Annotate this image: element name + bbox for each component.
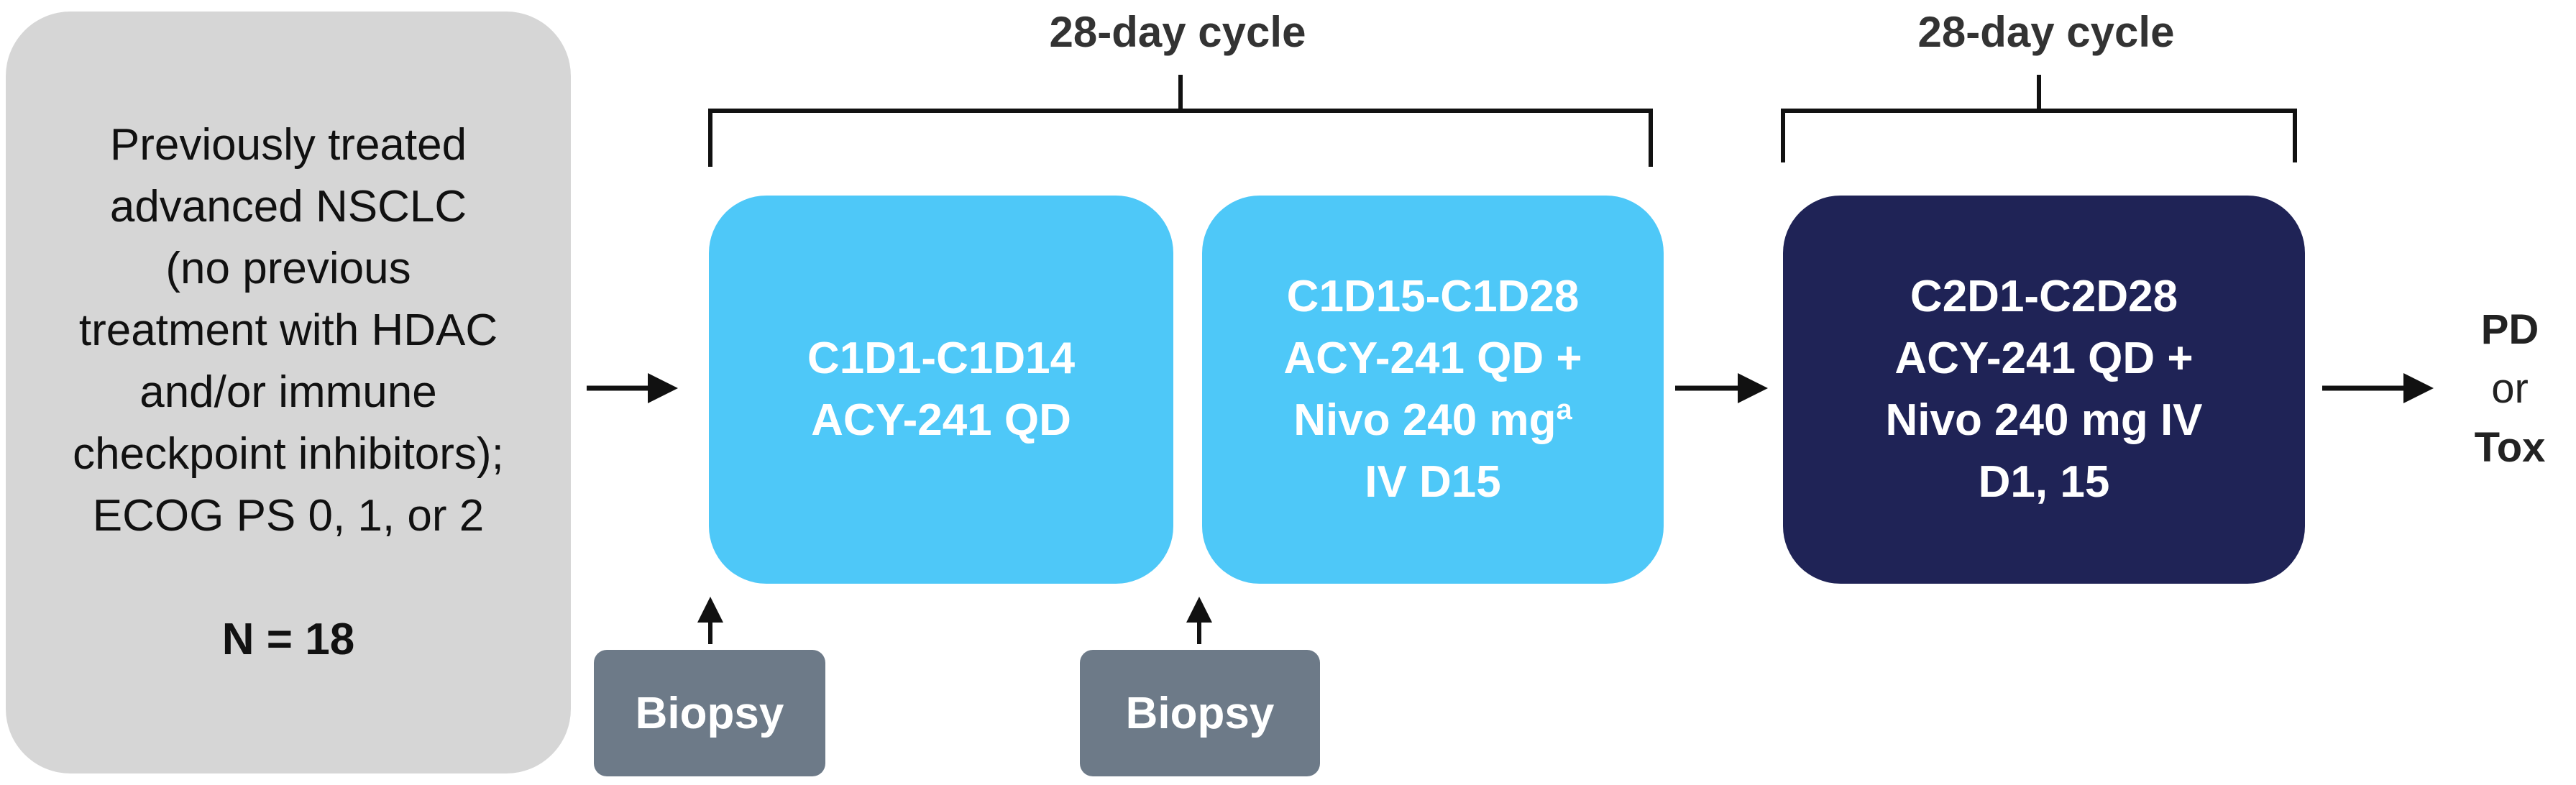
population-line: (no previous [165,244,411,293]
cycle2-line: C2D1-C2D28 [1910,272,2178,321]
cycle1b-line: IV D15 [1365,457,1501,507]
cycle2-line: ACY-241 QD + [1894,334,2194,383]
population-box: Previously treated advanced NSCLC (no pr… [6,12,571,773]
outcome-label: PD or Tox [2449,300,2571,477]
cycle1b-line-with-footnote: Nivo 240 mga [1283,390,1582,451]
cycle2-line: D1, 15 [1978,457,2110,507]
cycle1b-line: C1D15-C1D28 [1286,272,1580,321]
cycle1b-line: ACY-241 QD + [1283,334,1582,383]
population-line: and/or immune [139,367,437,417]
cycle1a-line: C1D1-C1D14 [807,334,1076,383]
cycle2-label: 28-day cycle [1917,8,2175,56]
cycle1b-dose-text: Nivo 240 mg [1293,395,1557,445]
cycle1-label: 28-day cycle [1049,8,1306,56]
cycle1a-line: ACY-241 QD [811,395,1071,445]
outcome-or: or [2491,365,2529,412]
cycle2-line: Nivo 240 mg IV [1885,395,2203,445]
population-description: Previously treated advanced NSCLC (no pr… [73,114,504,547]
outcome-pd: PD [2480,306,2539,353]
cycle2-box: C2D1-C2D28 ACY-241 QD + Nivo 240 mg IV D… [1783,196,2305,584]
population-line: Previously treated [109,120,467,170]
cycle2-bracket [1781,75,2297,162]
population-line: advanced NSCLC [109,182,467,231]
outcome-tox: Tox [2474,424,2546,471]
population-line: ECOG PS 0, 1, or 2 [92,491,485,541]
population-line: checkpoint inhibitors); [73,429,504,479]
footnote-marker: a [1556,394,1572,426]
biopsy-box-2: Biopsy [1080,650,1320,776]
sample-size: N = 18 [221,615,355,664]
biopsy-box-1: Biopsy [594,650,825,776]
cycle1-days1-14-box: C1D1-C1D14 ACY-241 QD [709,196,1173,584]
cycle1-days15-28-box: C1D15-C1D28 ACY-241 QD + Nivo 240 mga IV… [1202,196,1664,584]
cycle1-bracket [708,75,1653,167]
population-line: treatment with HDAC [78,306,498,355]
